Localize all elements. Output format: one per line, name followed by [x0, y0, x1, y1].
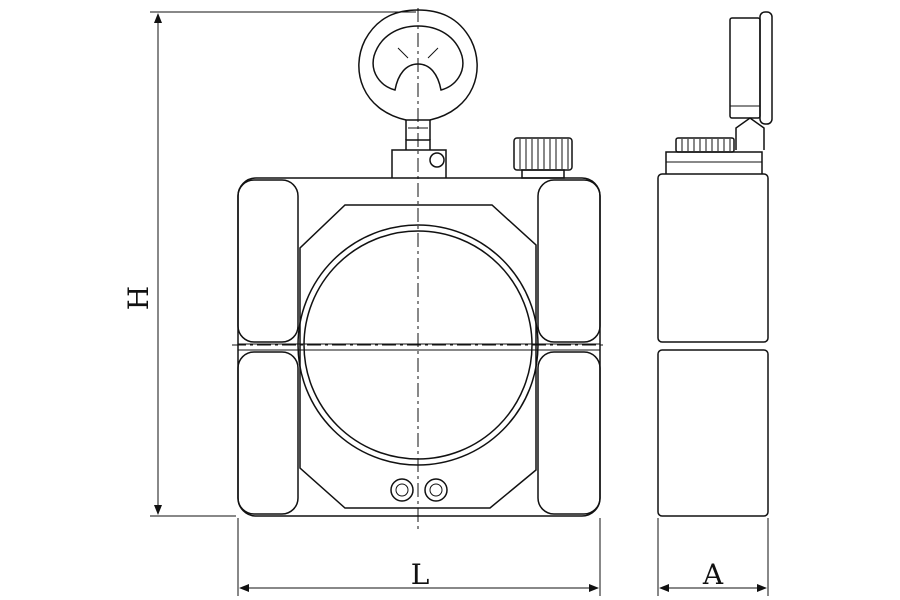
left-lower-pad: [237, 351, 299, 515]
dimension-l: L: [237, 518, 601, 596]
side-lower-body: [657, 349, 769, 517]
left-upper-pad: [237, 179, 299, 343]
right-lower-pad: [537, 351, 601, 515]
side-handle: [729, 11, 773, 150]
height-label: H: [122, 286, 155, 310]
dimension-h: H: [122, 11, 416, 517]
right-upper-pad: [537, 179, 601, 343]
length-label: L: [411, 558, 430, 591]
width-label: A: [702, 558, 724, 591]
side-top-cap: [665, 151, 763, 174]
knurled-knob: [513, 137, 573, 179]
lifting-shackle: [358, 9, 478, 121]
front-view: [232, 8, 606, 530]
side-view: [657, 11, 773, 517]
shackle-mount: [391, 119, 447, 178]
bottom-holes: [390, 478, 448, 502]
dimension-a: A: [657, 518, 769, 596]
side-knob: [675, 137, 735, 153]
housing-body: [237, 177, 601, 517]
side-upper-body: [657, 173, 769, 343]
